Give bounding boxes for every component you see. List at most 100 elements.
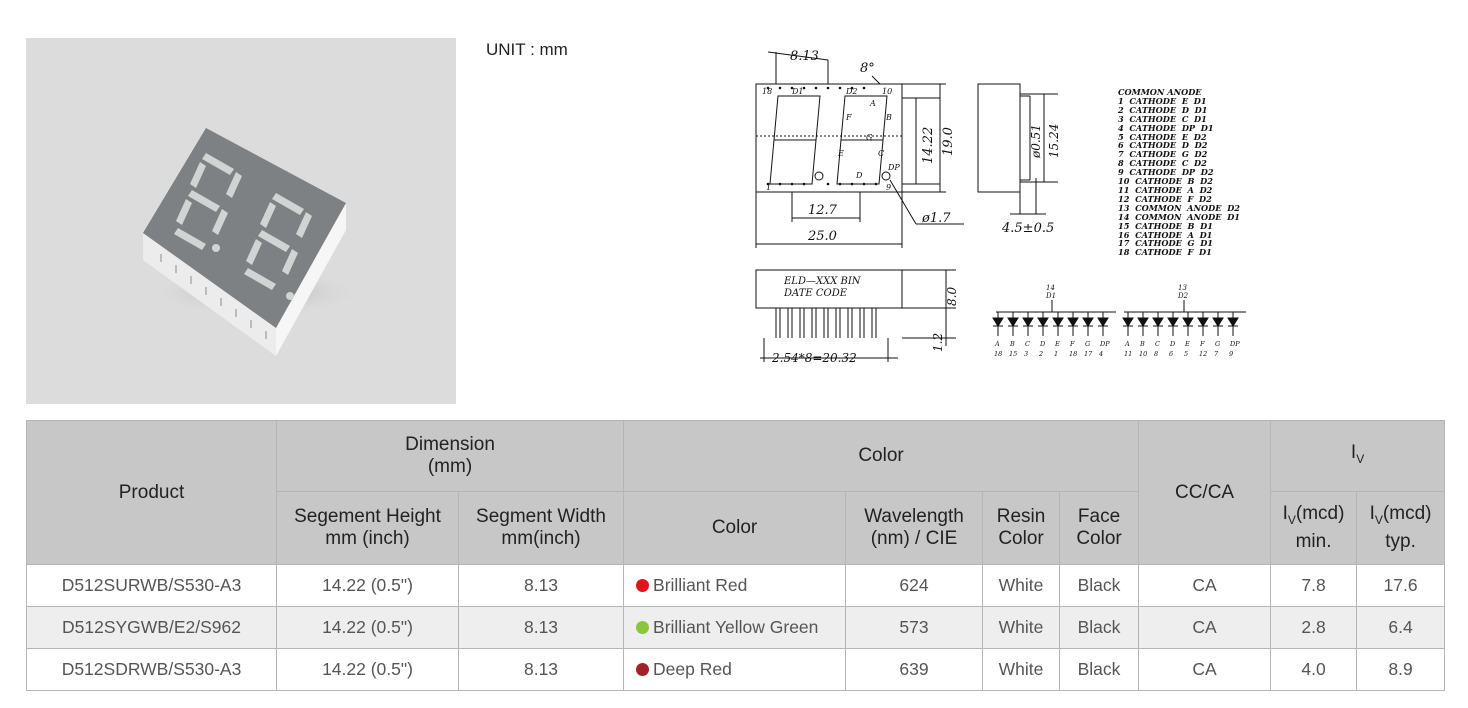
cell-wavelength: 573 [845, 606, 984, 649]
pin-number: 9 [1229, 350, 1233, 358]
cell-product: D512SYGWB/E2/S962 [26, 606, 277, 649]
spec-table: Product Dimension (mm) Color CC/CA IV Se… [26, 420, 1446, 691]
color-name: Deep Red [653, 659, 732, 679]
seg-c-label: C [878, 149, 884, 158]
common-d1-label: D1 [1045, 292, 1056, 300]
diode-icon [992, 317, 1004, 327]
header-resin-text: Resin Color [996, 506, 1046, 549]
cell-seg-height: 14.22 (0.5") [276, 606, 459, 649]
color-name: Brilliant Red [653, 575, 748, 595]
side-view: ø0.51 15.24 4.5±0.5 [977, 83, 1061, 236]
header-color-group: Color [623, 420, 1140, 492]
d1-label: D1 [791, 87, 804, 96]
dim-total-width: 25.0 [807, 229, 837, 244]
table-row: D512SDRWB/S530-A3 14.22 (0.5") 8.13 Deep… [26, 648, 1446, 691]
led-display-image [143, 128, 366, 356]
pin-number: 6 [1169, 350, 1173, 358]
pin-9-label: 9 [886, 183, 891, 192]
diode-icon [1052, 317, 1064, 327]
dim-pin-row: 15.24 [1047, 124, 1061, 158]
color-dot [636, 663, 650, 676]
diode-icon [1212, 317, 1224, 327]
dim-total-height: 19.0 [941, 127, 956, 156]
pin-number: 1 [1054, 350, 1058, 358]
front-view: 8.13 8° 14.22 19.0 12.7 25.0 ø1.7 [755, 49, 964, 248]
cell-color: Deep Red [623, 648, 847, 691]
dim-digit-height: 14.22 [921, 127, 936, 164]
diode-icon [1007, 317, 1019, 327]
pin-number: 11 [1124, 350, 1132, 358]
dim-width-top: 8.13 [790, 49, 819, 64]
header-product: Product [26, 420, 277, 565]
diode-icon [1227, 317, 1239, 327]
dim-depth: 8.0 [945, 287, 959, 306]
header-iv-typ-letter: I [1369, 503, 1375, 525]
header-seg-height: Segement Height mm (inch) [276, 491, 459, 565]
pin-number: 2 [1038, 350, 1043, 358]
seg-b-label: B [885, 113, 892, 122]
unit-label: UNIT : mm [486, 40, 568, 59]
segment-label: D [1169, 340, 1176, 348]
common-d1-pin: 14 [1046, 284, 1055, 292]
seg-d-label: D [855, 171, 863, 180]
header-cc-ca: CC/CA [1138, 420, 1272, 565]
diode-icon [1152, 317, 1164, 327]
cell-resin: White [982, 648, 1061, 691]
header-face-text: Face Color [1076, 506, 1122, 549]
cell-iv-min: 4.0 [1270, 648, 1358, 691]
segment-label: F [1069, 340, 1075, 348]
pin-number: 8 [1154, 350, 1158, 358]
color-dot [636, 621, 650, 634]
header-face: Face Color [1059, 491, 1140, 565]
product-photo [26, 38, 456, 404]
diode-icon [1037, 317, 1049, 327]
header-iv-typ-sub: V [1374, 512, 1383, 527]
dim-pitch: 12.7 [808, 203, 838, 218]
segment-label: G [1085, 340, 1090, 348]
common-d2-pin: 13 [1178, 284, 1187, 292]
pin-number: 3 [1024, 350, 1028, 358]
cell-cc-ca: CA [1138, 606, 1272, 649]
header-iv-group: IV [1270, 420, 1446, 492]
header-seg-width-text: Segment Width mm(inch) [476, 506, 606, 549]
header-iv-letter: I [1350, 442, 1357, 464]
bottom-label-line2: DATE CODE [783, 288, 848, 299]
cell-face: Black [1059, 606, 1140, 649]
seg-e-label: E [837, 149, 844, 158]
cell-seg-width: 8.13 [457, 564, 625, 607]
cell-product: D512SDRWB/S530-A3 [26, 648, 277, 691]
seg-dp-label: DP [887, 163, 900, 172]
seg-a-label: A [869, 99, 876, 108]
diode-icon [1137, 317, 1149, 327]
dimension-drawing: 8.13 8° 14.22 19.0 12.7 25.0 ø1.7 [740, 38, 1260, 378]
segment-label: C [1155, 340, 1160, 348]
cell-seg-width: 8.13 [457, 606, 625, 649]
cell-wavelength: 639 [845, 648, 984, 691]
diode-icon [1122, 317, 1134, 327]
segment-label: G [1215, 340, 1220, 348]
pin-1-label: 1 [766, 183, 771, 192]
dim-standoff: 1.2 [931, 333, 945, 352]
cell-iv-typ: 6.4 [1356, 606, 1446, 649]
segment-label: A [994, 340, 1000, 348]
seg-g-label: G [866, 133, 873, 142]
cell-face: Black [1059, 564, 1140, 607]
diode-icon [1097, 317, 1109, 327]
cell-iv-typ: 17.6 [1356, 564, 1446, 607]
dim-dp-diameter: ø1.7 [921, 211, 951, 226]
pin-number: 4 [1098, 350, 1103, 358]
cell-seg-width: 8.13 [457, 648, 625, 691]
segment-label: E [1184, 340, 1190, 348]
header-iv-typ-text: (mcd) typ. [1382, 503, 1432, 552]
header-resin: Resin Color [982, 491, 1061, 565]
segment-label: DP [1229, 340, 1240, 348]
cell-iv-min: 7.8 [1270, 564, 1358, 607]
header-iv-min: IV(mcd) min. [1270, 491, 1358, 565]
pin-number: 12 [1199, 350, 1207, 358]
cell-wavelength: 624 [845, 564, 984, 607]
pin-assignment-list: COMMON ANODE 1 CATHODE E D1 2 CATHODE D … [1118, 87, 1240, 258]
seg-f-label: F [845, 113, 852, 122]
pin-10-label: 10 [882, 87, 892, 96]
cell-cc-ca: CA [1138, 648, 1272, 691]
color-dot [636, 579, 650, 592]
